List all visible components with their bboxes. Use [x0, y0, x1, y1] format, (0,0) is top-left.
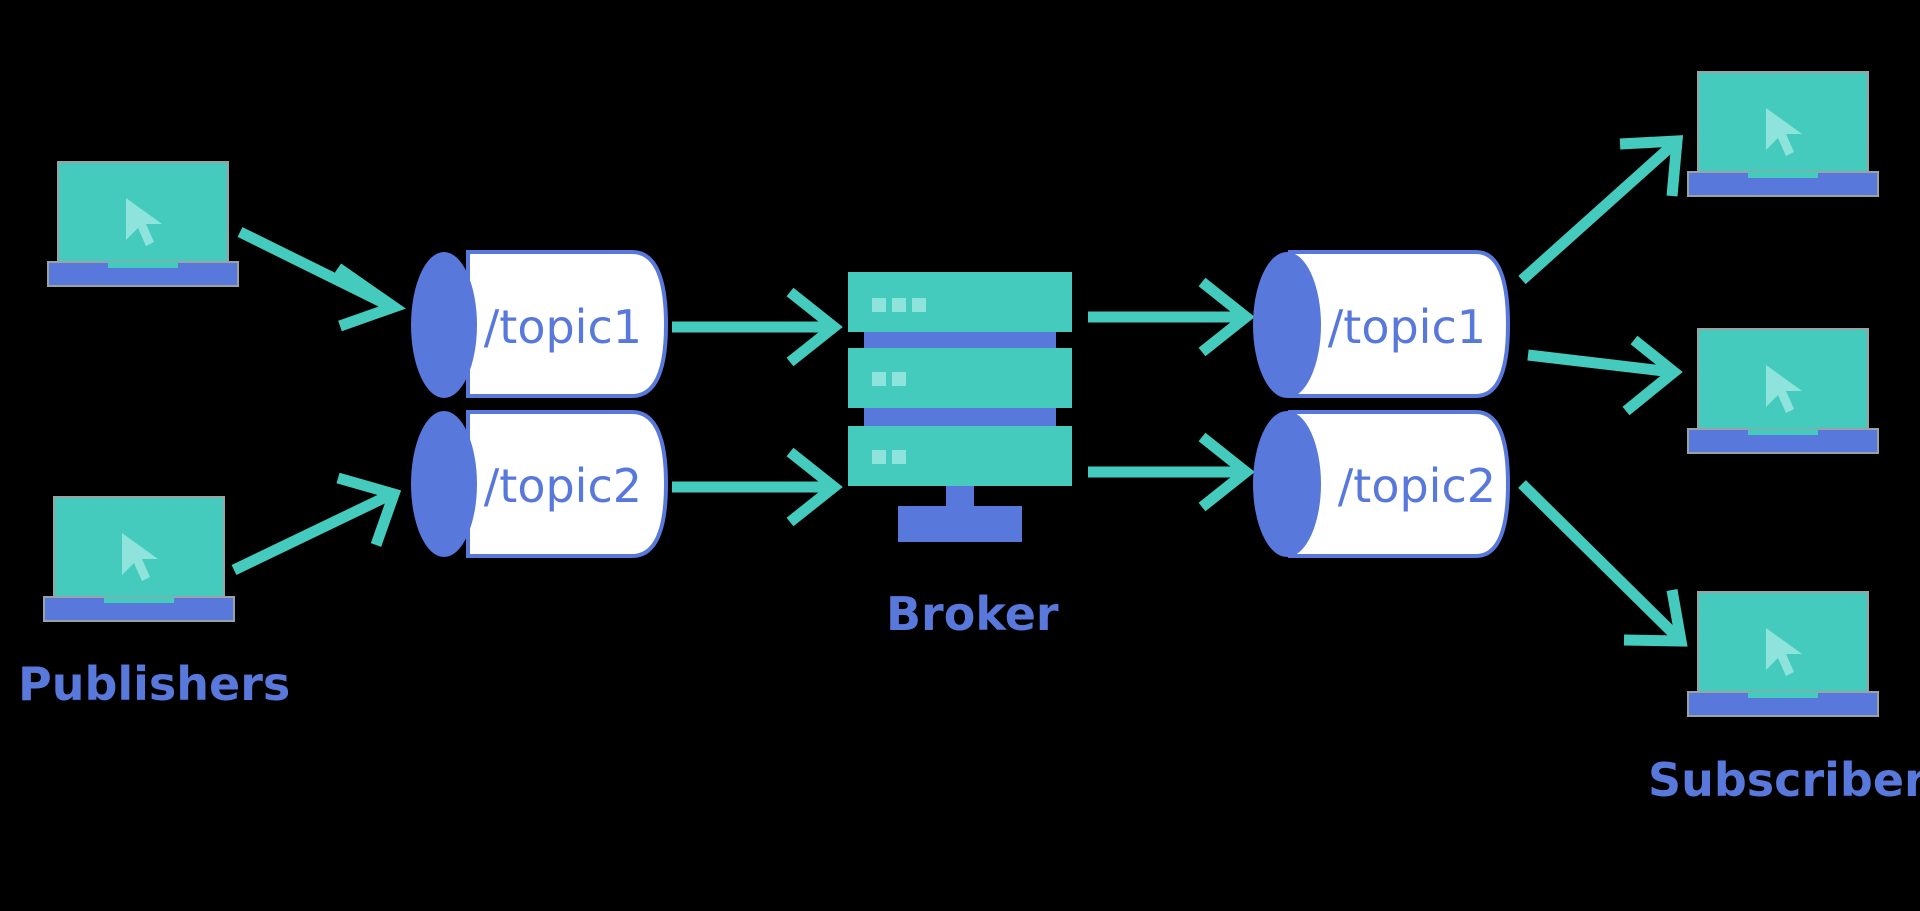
subscriber-laptop-icon-3	[1687, 591, 1879, 717]
subscriber-laptop-icon-1	[1687, 71, 1879, 197]
publisher-laptop-icon-2	[43, 496, 235, 622]
arrow-topic2-to-broker	[672, 447, 843, 527]
arrow-topic1-to-broker	[672, 287, 843, 367]
subscriber-topic1-label: /topic1	[1328, 300, 1486, 354]
arrow-broker-to-topic2	[1088, 432, 1255, 512]
publishers-label: Publishers	[18, 657, 290, 711]
subscriber-topic2-label: /topic2	[1338, 459, 1496, 513]
arrow-broker-to-topic1	[1088, 277, 1255, 357]
arrow-topic1-to-subscriber1	[1518, 135, 1684, 285]
subscriber-topic2-cylinder-icon: /topic2	[1253, 410, 1511, 558]
broker-label: Broker	[886, 587, 1059, 641]
subscriber-laptop-icon-2	[1687, 328, 1879, 454]
publisher-topic2-cylinder-icon: /topic2	[411, 410, 669, 558]
arrow-topic2-to-subscriber3	[1518, 480, 1688, 647]
publisher-topic2-label: /topic2	[484, 459, 642, 513]
publisher-topic1-label: /topic1	[484, 300, 642, 354]
subscribers-label: Subscribers	[1648, 753, 1920, 807]
arrow-publisher1-to-topic1	[237, 227, 406, 332]
publisher-laptop-icon-1	[47, 161, 239, 287]
subscriber-topic1-cylinder-icon: /topic1	[1253, 250, 1511, 398]
broker-server-icon	[848, 272, 1072, 542]
arrow-publisher2-to-topic2	[231, 472, 402, 575]
arrow-topic1-to-subscriber2	[1527, 335, 1683, 416]
publisher-topic1-cylinder-icon: /topic1	[411, 250, 669, 398]
